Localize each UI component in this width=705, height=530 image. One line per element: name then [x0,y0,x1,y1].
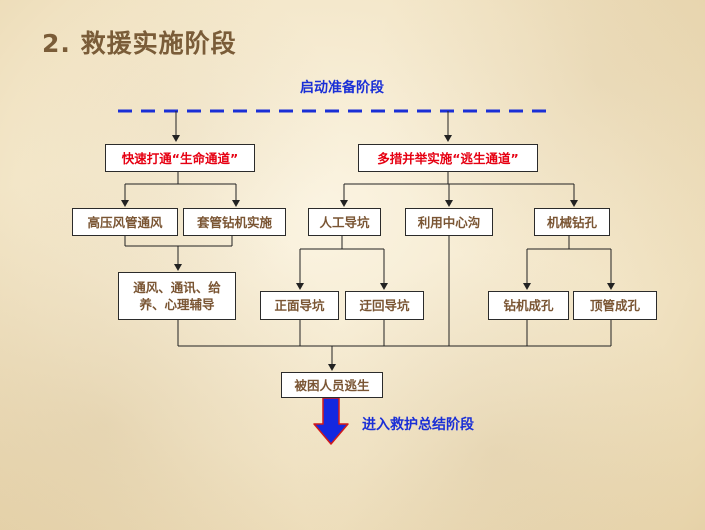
node-pipe-hole: 顶管成孔 [573,291,657,320]
page-title: 2. 救援实施阶段 [42,29,237,58]
node-high-pressure: 高压风管通风 [72,208,178,236]
node-center-trench: 利用中心沟 [405,208,493,236]
end-stage-label: 进入救护总结阶段 [362,417,474,433]
node-support: 通风、通讯、给养、心理辅导 [118,272,236,320]
node-fast-channel: 快速打通“生命通道” [105,144,255,172]
node-front-pit: 正面导坑 [260,291,339,320]
node-escape: 被困人员逃生 [281,372,383,398]
down-arrow-icon [313,397,349,445]
node-multi-measure: 多措并举实施“逃生通道” [358,144,538,172]
node-detour-pit: 迂回导坑 [345,291,424,320]
node-mech-drill: 机械钻孔 [534,208,610,236]
node-casing-drill: 套管钻机实施 [183,208,286,236]
node-drill-hole: 钻机成孔 [488,291,569,320]
start-stage-label: 启动准备阶段 [300,80,384,96]
node-manual-pit: 人工导坑 [308,208,381,236]
